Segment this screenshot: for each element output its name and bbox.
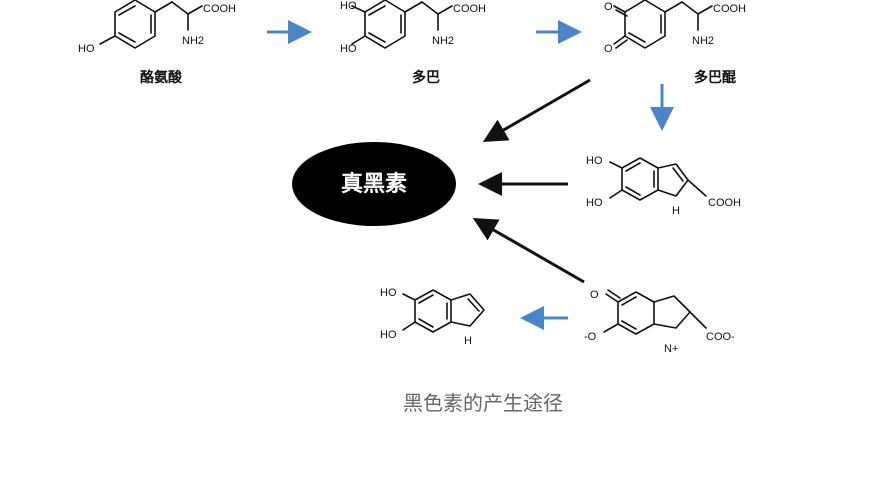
dopa-ho-bottom-label: HO <box>340 43 357 55</box>
dopa-cooh-label: COOH <box>453 3 486 15</box>
arrow-intermediate-to-eumelanin <box>472 218 585 284</box>
eumelanin-label: 真黑素 <box>341 171 407 197</box>
tyrosine-ho-label: HO <box>78 43 95 55</box>
dopaquinone-nh2-label: NH2 <box>692 35 714 47</box>
dhi-structure: HO HO H <box>380 287 485 347</box>
intermediate-n-plus-label: N+ <box>664 343 678 355</box>
dhi-nh-label: H <box>464 335 472 347</box>
dhica-ho-bottom-label: HO <box>586 197 603 209</box>
dopaquinone-o-bottom-label: O <box>604 43 613 55</box>
tyrosine-nh2-label: NH2 <box>182 35 204 47</box>
tyrosine-structure: HO COOH NH2 <box>78 0 236 55</box>
tyrosine-cooh-label: COOH <box>203 3 236 15</box>
intermediate-coo-minus-label: COO- <box>706 331 735 343</box>
tyrosine-label: 酪氨酸 <box>140 69 183 86</box>
intermediate-o-top-label: O <box>590 289 599 301</box>
dopaquinone-o-top-label: O <box>604 1 613 13</box>
dopaquinone-label: 多巴醌 <box>694 69 736 86</box>
intermediate-o-minus-label: -O <box>584 331 597 343</box>
dhi-ho-bottom-label: HO <box>380 329 397 341</box>
intermediate-structure: O -O N+ COO- <box>584 289 735 355</box>
arrow-dopaquinone-to-eumelanin <box>482 78 591 143</box>
dopa-ho-top-label: HO <box>340 0 357 12</box>
dopa-structure: HO HO COOH NH2 <box>340 0 486 55</box>
dhica-ho-top-label: HO <box>586 155 603 167</box>
dhica-cooh-label: COOH <box>708 197 741 209</box>
dopa-label: 多巴 <box>412 69 440 86</box>
dopaquinone-structure: O O COOH NH2 <box>604 0 746 55</box>
dopa-nh2-label: NH2 <box>432 35 454 47</box>
diagram-caption: 黑色素的产生途径 <box>403 391 563 415</box>
dhica-nh-label: H <box>672 205 680 217</box>
eumelanin-ellipse <box>292 142 456 226</box>
dhica-structure: HO HO H COOH <box>586 155 741 217</box>
dhi-ho-top-label: HO <box>380 287 397 299</box>
dopaquinone-cooh-label: COOH <box>713 3 746 15</box>
